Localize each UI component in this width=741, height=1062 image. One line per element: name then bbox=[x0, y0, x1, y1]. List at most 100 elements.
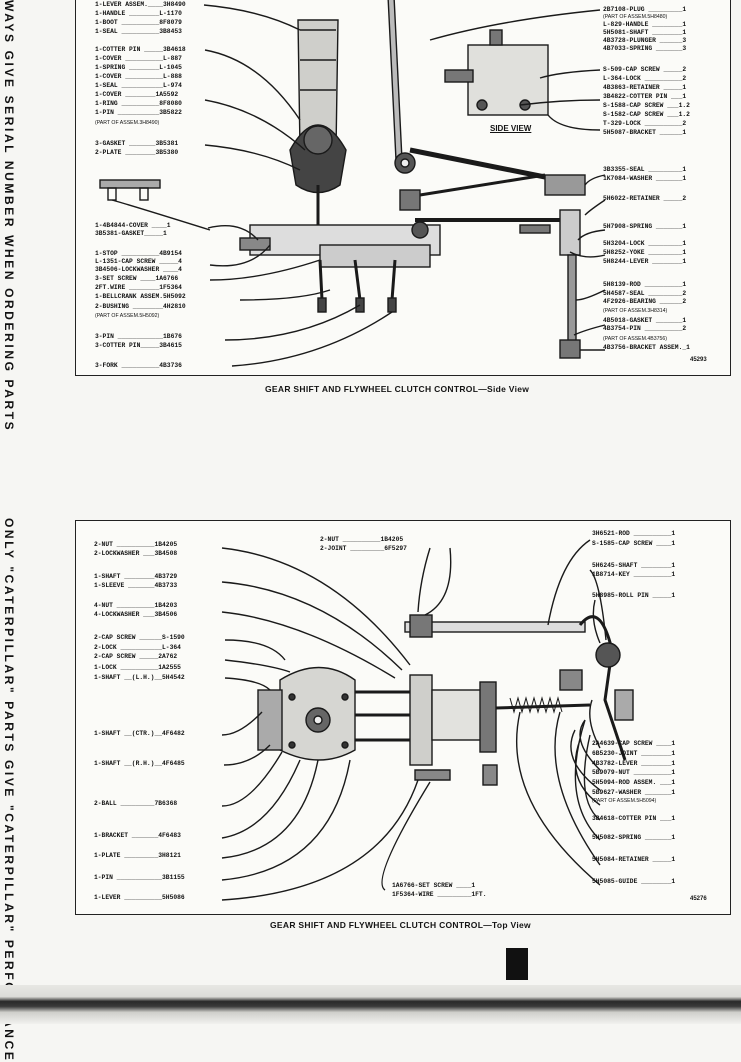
part-callout: 2FT.WIRE ________1F5364 bbox=[95, 284, 182, 291]
part-callout: 1-LEVER __________5H5086 bbox=[94, 894, 185, 901]
part-callout: 3-PIN ____________1B676 bbox=[95, 333, 182, 340]
part-callout: 1-LOCK __________1A2555 bbox=[94, 664, 181, 671]
part-callout: 1-COTTER PIN _____3B4618 bbox=[95, 46, 186, 53]
part-callout: 4-LOCKWASHER ___3B4506 bbox=[94, 611, 178, 618]
part-callout: 1-PIN ____________3B1155 bbox=[94, 874, 185, 881]
part-callout: 3-GASKET _______3B5381 bbox=[95, 140, 179, 147]
part-callout: 3B4506-LOCKWASHER ____4 bbox=[95, 266, 182, 273]
part-callout: (PART OF ASSEM.4B3756) bbox=[603, 336, 668, 342]
part-callout: 1-BELLCRANK ASSEM.5H5092 bbox=[95, 293, 186, 300]
part-callout: 4B3863-RETAINER _____1 bbox=[603, 84, 687, 91]
part-callout: S-509-CAP SCREW _____2 bbox=[603, 66, 687, 73]
part-callout: 1A6766-SET SCREW ____1 bbox=[392, 882, 476, 889]
part-callout: 2-BUSHING ________4H2810 bbox=[95, 303, 186, 310]
part-callout: 5H5085-GUIDE ________1 bbox=[592, 878, 676, 885]
part-callout: 2-PLATE ________3B5380 bbox=[95, 149, 179, 156]
part-callout: 5H7908-SPRING _______1 bbox=[603, 223, 687, 230]
part-callout: 5B9079-NUT __________1 bbox=[592, 769, 676, 776]
part-callout: 1F5364-WIRE _________1FT. bbox=[392, 891, 487, 898]
scan-black-mark bbox=[506, 948, 528, 980]
part-callout: 2-JOINT _________6F5297 bbox=[320, 545, 407, 552]
part-callout: 2-NUT __________1B4205 bbox=[94, 541, 178, 548]
part-callout: 2A4639-CAP SCREW ____1 bbox=[592, 740, 676, 747]
part-callout: 4B3728-PLUNGER ______3 bbox=[603, 37, 687, 44]
part-callout: 4B3782-LEVER ________1 bbox=[592, 760, 676, 767]
part-callout: 1-COVER __________L-887 bbox=[95, 55, 182, 62]
part-callout: 1-COVER ________1A5592 bbox=[95, 91, 179, 98]
part-callout: 1-SHAFT __(R.H.)__4F6485 bbox=[94, 760, 185, 767]
part-callout: 3B3355-SEAL _________1 bbox=[603, 166, 687, 173]
part-callout: 2-LOCKWASHER ___3B4508 bbox=[94, 550, 178, 557]
part-callout: 1K7084-WASHER _______1 bbox=[603, 175, 687, 182]
side-view-figure-number: 45293 bbox=[690, 357, 707, 363]
side-view-label: SIDE VIEW bbox=[490, 124, 532, 133]
part-callout: 5H8244-LEVER ________1 bbox=[603, 258, 687, 265]
part-callout: S-1588-CAP SCREW ___1.2 bbox=[603, 102, 690, 109]
top-view-figure-number: 45276 bbox=[690, 896, 707, 902]
part-callout: (PART OF ASSEM.5H5092) bbox=[95, 313, 160, 319]
part-callout: (PART OF ASSEM.5H8480) bbox=[603, 14, 668, 20]
part-callout: 1-SEAL __________3B8453 bbox=[95, 28, 182, 35]
margin-text-bottom: ONLY "CATERPILLAR" PARTS GIVE "CATERPILL… bbox=[2, 518, 16, 1062]
part-callout: (PART OF ASSEM.3H8314) bbox=[603, 308, 668, 314]
part-callout: 5H3204-LOCK _________1 bbox=[603, 240, 687, 247]
part-callout: 2-NUT __________1B4205 bbox=[320, 536, 404, 543]
part-callout: S-1585-CAP SCREW ____1 bbox=[592, 540, 676, 547]
part-callout: 5B9627-WASHER _______1 bbox=[592, 789, 676, 796]
part-callout: 1-STOP __________4B9154 bbox=[95, 250, 182, 257]
part-callout: L-829-HANDLE ________1 bbox=[603, 21, 687, 28]
top-view-drawing bbox=[221, 539, 634, 901]
part-callout: 5H5087-BRACKET ______1 bbox=[603, 129, 687, 136]
part-callout: 1-LEVER ASSEM.____3H8490 bbox=[95, 1, 186, 8]
part-callout: 6B5230-JOINT ________1 bbox=[592, 750, 676, 757]
part-callout: 5H5082-SPRING _______1 bbox=[592, 834, 676, 841]
part-callout: 3-COTTER PIN_____3B4615 bbox=[95, 342, 182, 349]
top-view-caption: GEAR SHIFT AND FLYWHEEL CLUTCH CONTROL—T… bbox=[270, 920, 531, 930]
part-callout: 1-PLATE _________3H8121 bbox=[94, 852, 181, 859]
part-callout: S-1582-CAP SCREW ___1.2 bbox=[603, 111, 690, 118]
part-callout: 3B4822-COTTER PIN ___1 bbox=[603, 93, 687, 100]
part-callout: 1-PIN ___________3B5822 bbox=[95, 109, 182, 116]
part-callout: 5H8252-YOKE _________1 bbox=[603, 249, 687, 256]
side-view-caption: GEAR SHIFT AND FLYWHEEL CLUTCH CONTROL—S… bbox=[265, 384, 530, 394]
part-callout: 1-RING __________8F8080 bbox=[95, 100, 182, 107]
part-callout: 3B4618-COTTER PIN ___1 bbox=[592, 815, 676, 822]
part-callout: 4F2926-BEARING ______2 bbox=[603, 298, 687, 305]
part-callout: T-329-LOCK __________2 bbox=[603, 120, 687, 127]
part-callout: 5H5081-SHAFT ________1 bbox=[603, 29, 687, 36]
margin-text-top: WAYS GIVE SERIAL NUMBER WHEN ORDERING PA… bbox=[2, 0, 16, 433]
part-callout: 5H4587-SEAL _________2 bbox=[603, 290, 687, 297]
scan-bottom-edge bbox=[0, 985, 741, 1024]
part-callout: 5H5094-ROD ASSEM. ___1 bbox=[592, 779, 676, 786]
part-callout: 4-NUT __________1B4203 bbox=[94, 602, 178, 609]
part-callout: L-1351-CAP SCREW _____4 bbox=[95, 258, 182, 265]
part-callout: 3H6521-ROD __________1 bbox=[592, 530, 676, 537]
side-view-drawing bbox=[99, 0, 606, 367]
part-callout: 1-HANDLE ________L-1170 bbox=[95, 10, 182, 17]
part-callout: 4B3756-BRACKET ASSEM._1 bbox=[603, 344, 690, 351]
part-callout: 1-SLEEVE _______4B3733 bbox=[94, 582, 178, 589]
part-callout: 1-COVER __________L-888 bbox=[95, 73, 182, 80]
side-view-figure-frame bbox=[75, 0, 731, 376]
part-callout: 2-LOCK ___________L-364 bbox=[94, 644, 181, 651]
part-callout: 1-SHAFT __(L.H.)__5H4542 bbox=[94, 674, 185, 681]
part-callout: 1-BRACKET _______4F6483 bbox=[94, 832, 181, 839]
part-callout: 1-SEAL ___________L-974 bbox=[95, 82, 182, 89]
part-callout: 2-CAP SCREW _____2A762 bbox=[94, 653, 178, 660]
part-callout: 4B7033-SPRING _______3 bbox=[603, 45, 687, 52]
part-callout: 5H8139-ROD __________1 bbox=[603, 281, 687, 288]
part-callout: 5H8985-ROLL PIN _____1 bbox=[592, 592, 676, 599]
part-callout: 3-SET SCREW ____1A6766 bbox=[95, 275, 179, 282]
part-callout: (PART OF ASSEM.3H8490) bbox=[95, 120, 160, 126]
part-callout: 1-4B4844-COVER ____1 bbox=[95, 222, 171, 229]
part-callout: L-364-LOCK __________2 bbox=[603, 75, 687, 82]
part-callout: 1-BOOT __________8F8079 bbox=[95, 19, 182, 26]
part-callout: 1-SHAFT ________4B3729 bbox=[94, 573, 178, 580]
part-callout: 3B5381-GASKET_____1 bbox=[95, 230, 167, 237]
part-callout: 4B3754-PIN __________2 bbox=[603, 325, 687, 332]
part-callout: 2B7108-PLUG _________1 bbox=[603, 6, 687, 13]
part-callout: 3-FORK __________4B3736 bbox=[95, 362, 182, 369]
part-callout: 5H6022-RETAINER _____2 bbox=[603, 195, 687, 202]
part-callout: 5H5084-RETAINER _____1 bbox=[592, 856, 676, 863]
part-callout: 1B8714-KEY __________1 bbox=[592, 571, 676, 578]
